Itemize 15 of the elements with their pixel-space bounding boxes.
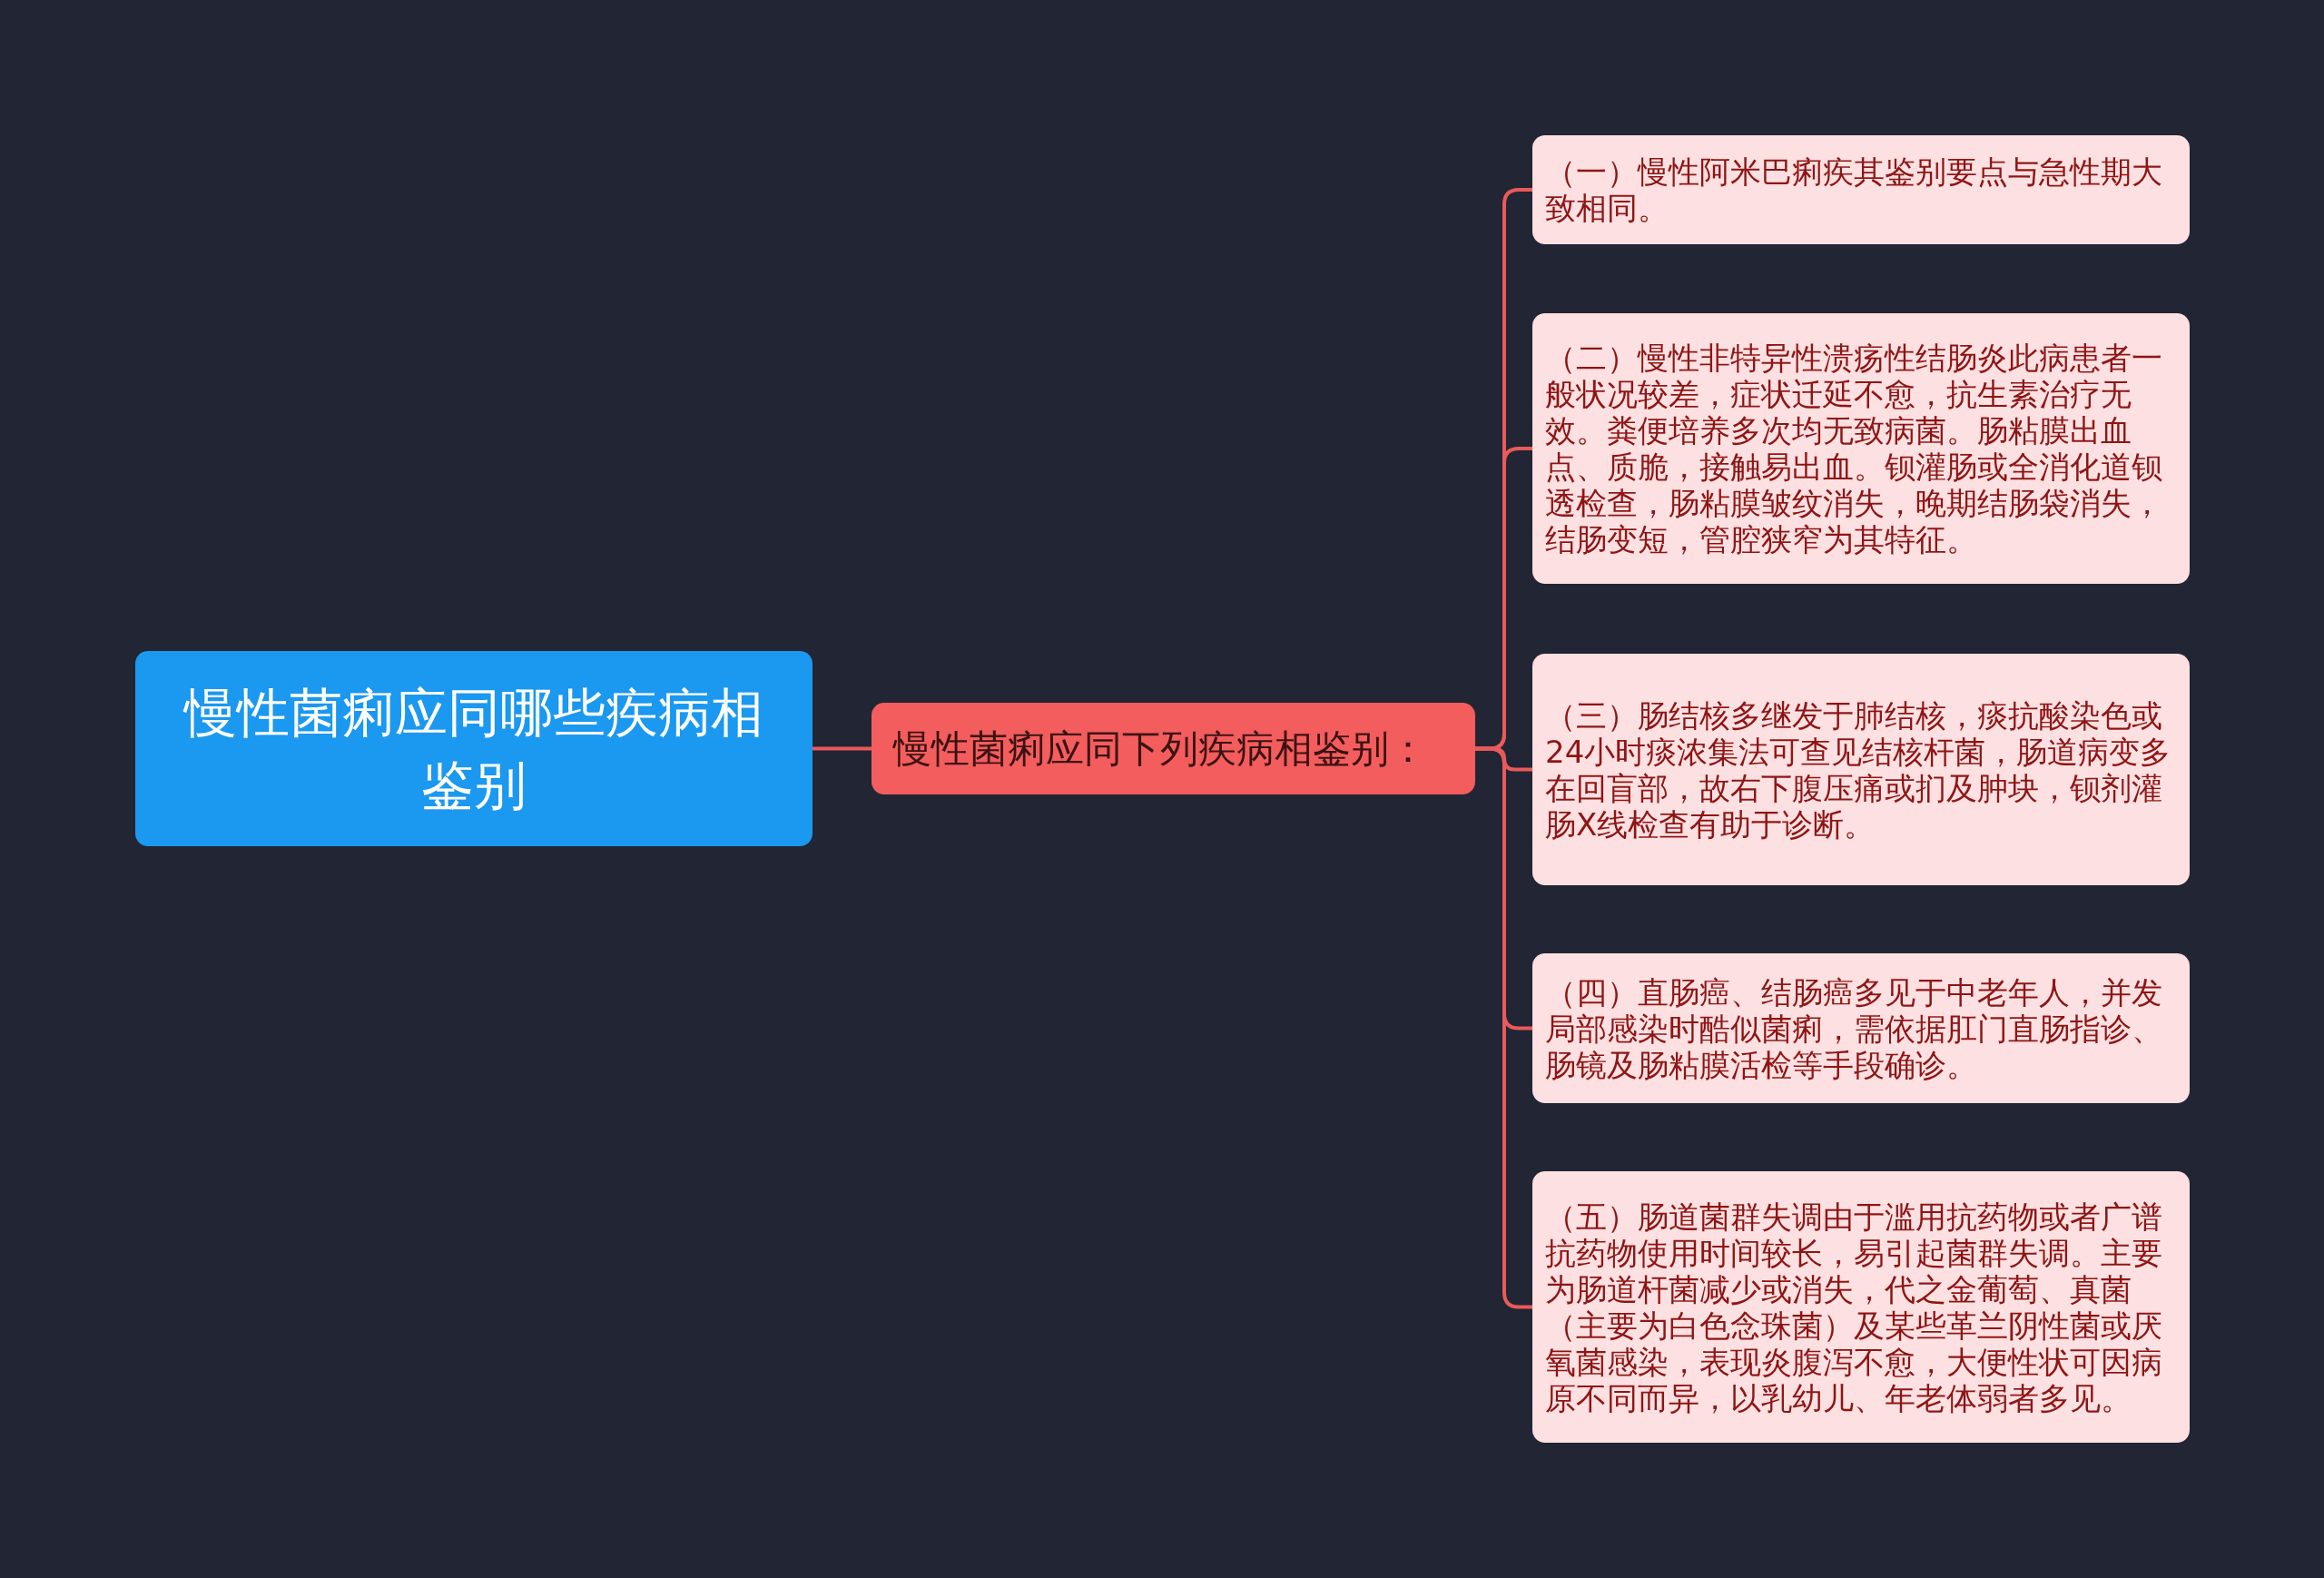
- detail-box: [1532, 1171, 2190, 1443]
- branch-box: [872, 703, 1475, 794]
- node-text: 慢性菌痢应同下列疾病相鉴别：: [893, 725, 1428, 773]
- node-text: （五）肠道菌群失调由于滥用抗药物或者广谱抗药物使用时间较长，易引起菌群失调。主要为肠道杆菌减少或消失，代之金葡萄、真菌（主要为白色念珠菌）及某些革兰阴性菌或厌氧菌感染，表现炎腹泻不愈，大便性状可因病原不同而异，以乳幼儿、年老体弱者多见。: [1545, 1198, 2163, 1416]
- node-text: （三）肠结核多继发于肺结核，痰抗酸染色或24小时痰浓集法可查见结核杆菌，肠道病变多在回盲部，故右下腹压痛或扪及肿块，钡剂灌肠X线检查有助于诊断。: [1545, 696, 2172, 843]
- detail-box: [1532, 135, 2190, 244]
- node-text: （一）慢性阿米巴痢疾其鉴别要点与急性期大致相同。: [1545, 153, 2163, 226]
- detail-box: [1532, 313, 2190, 584]
- topic-box: [135, 651, 812, 846]
- detail-box: [1532, 654, 2190, 885]
- detail-box: [1532, 953, 2190, 1103]
- node-text: （四）直肠癌、结肠癌多见于中老年人，并发局部感染时酷似菌痢，需依据肛门直肠指诊、肠镜及肠粘膜活检等手段确诊。: [1545, 973, 2163, 1083]
- node-text: （二）慢性非特异性溃疡性结肠炎此病患者一般状况较差，症状迁延不愈，抗生素治疗无效。粪便培养多次均无致病菌。肠粘膜出血点、质脆，接触易出血。钡灌肠或全消化道钡透检查，肠粘膜皱纹消失，晚期结肠袋消失，结肠变短，管腔狭窄为其特征。: [1545, 340, 2163, 557]
- node-text: 慢性菌痢应同哪些疾病相鉴别: [182, 680, 764, 818]
- connector-line: [812, 746, 872, 751]
